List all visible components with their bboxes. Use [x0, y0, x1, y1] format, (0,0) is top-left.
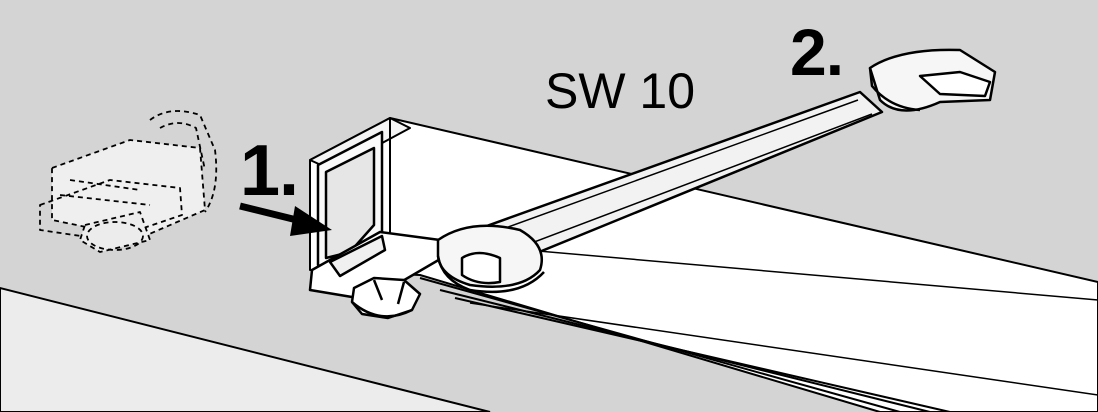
lower-surface — [0, 286, 491, 412]
wrench-size-label: SW 10 — [545, 63, 696, 119]
rail-end-opening — [308, 130, 444, 302]
wrench — [436, 48, 997, 294]
step-two-label: 2. — [790, 15, 844, 89]
step-one-label: 1. — [240, 131, 299, 211]
hex-nut — [350, 276, 422, 320]
slider-ghost — [39, 110, 218, 253]
insert-arrow — [239, 202, 332, 236]
